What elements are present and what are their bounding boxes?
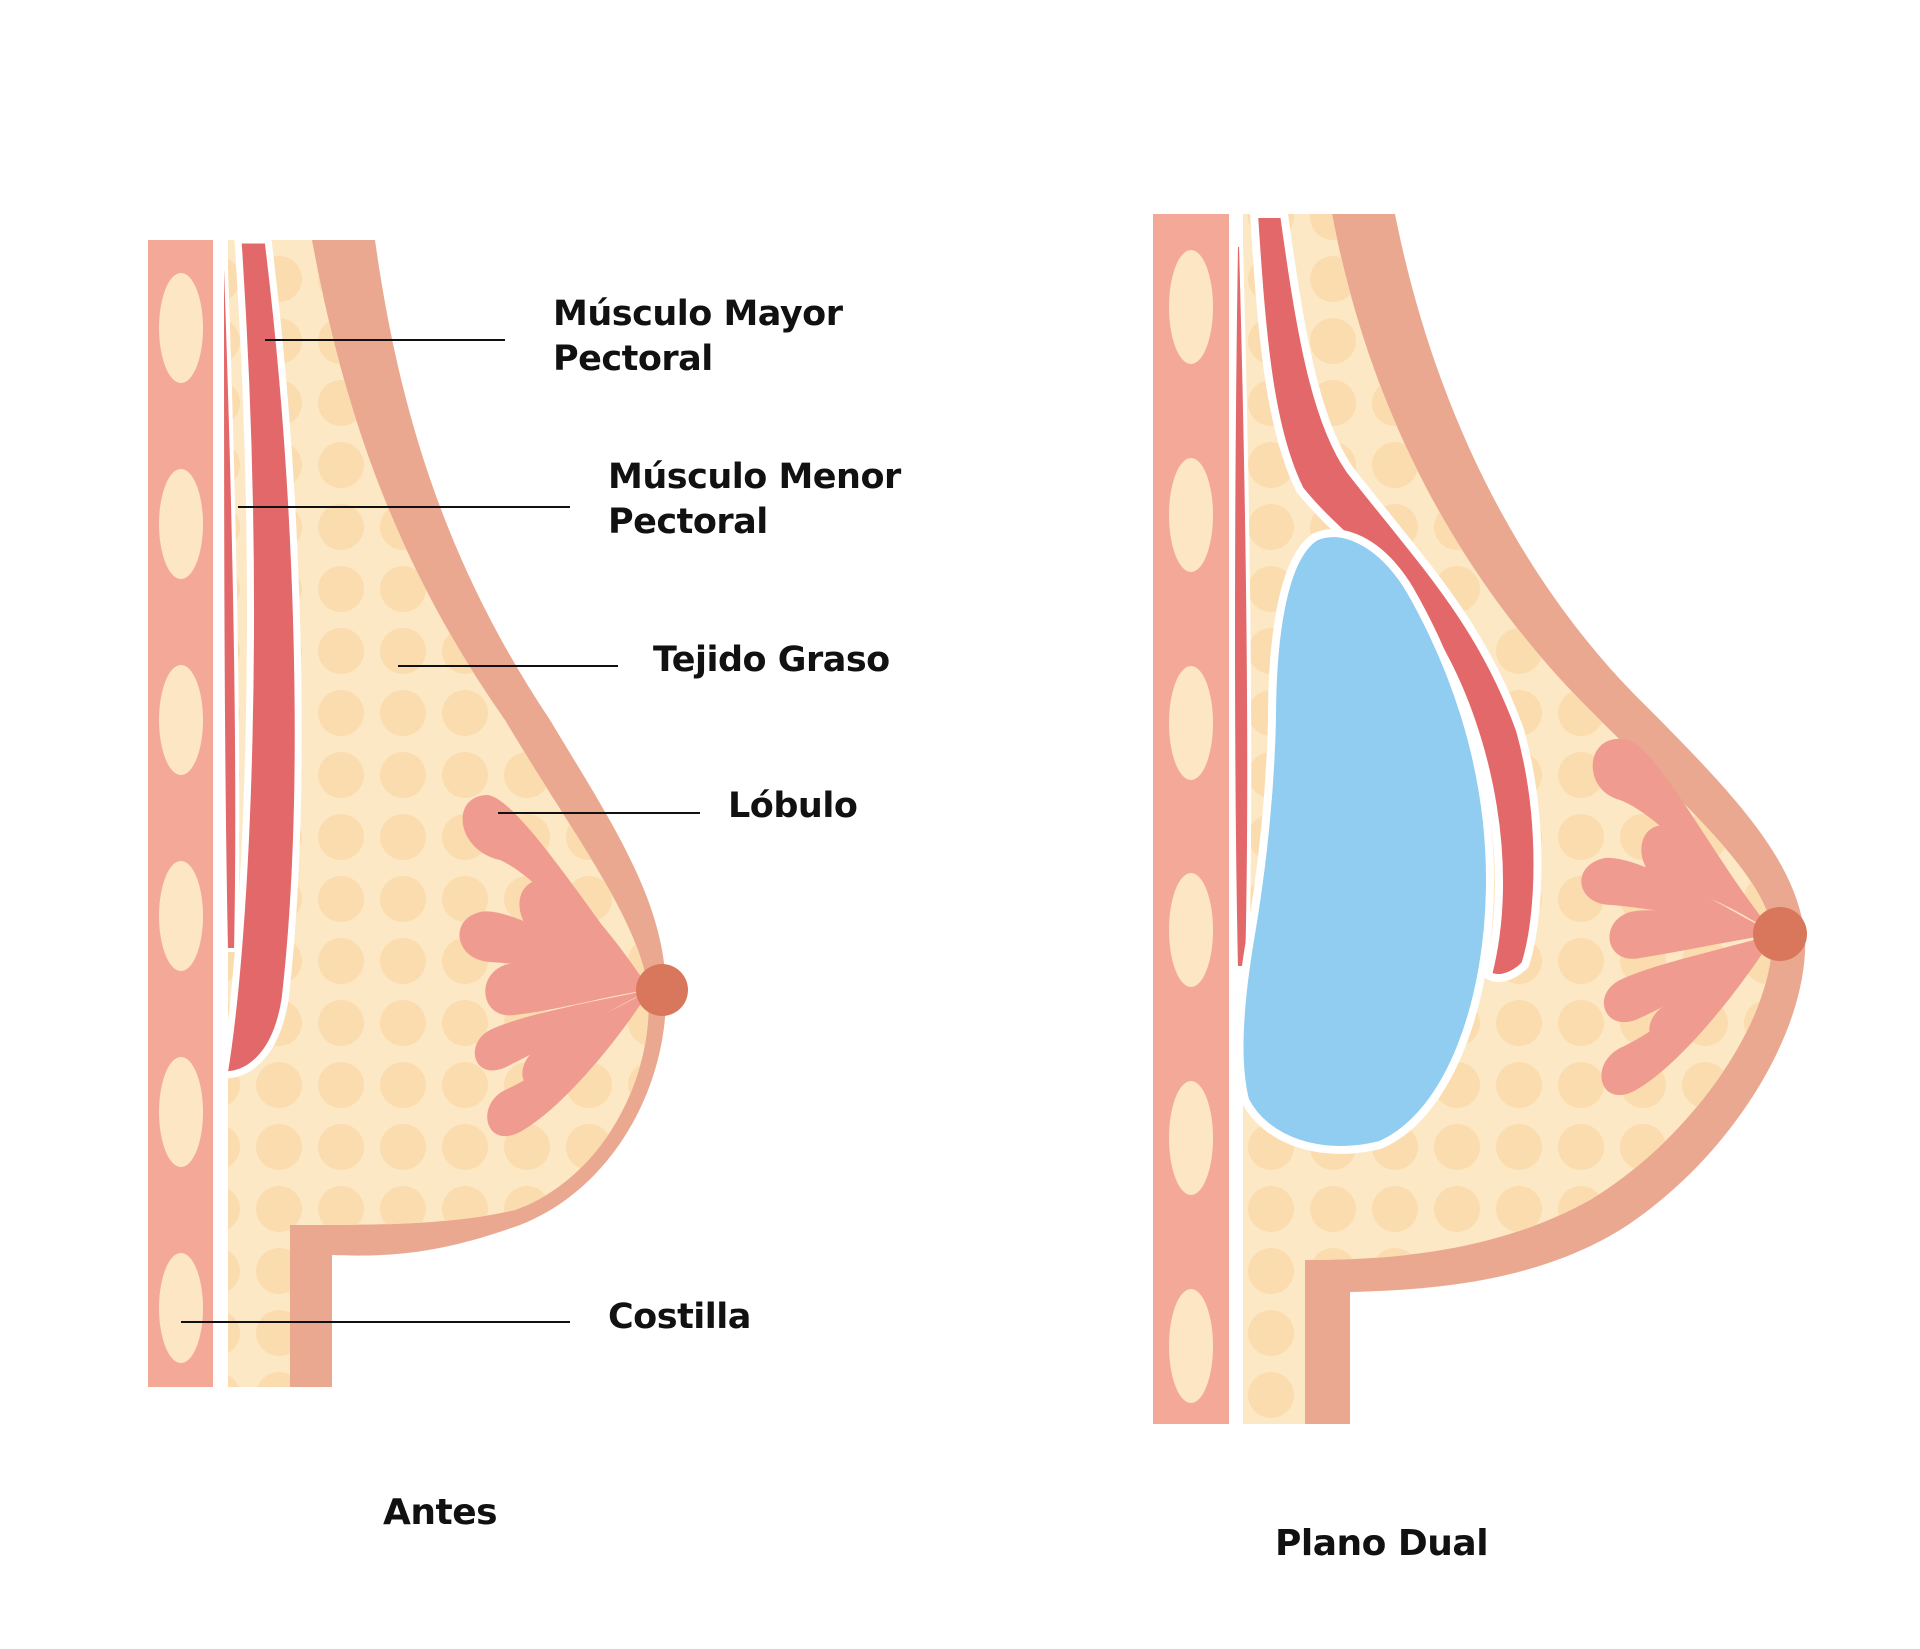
rib-bone [159,1057,203,1167]
lobules [459,795,650,1137]
rib-bone [1169,1081,1213,1195]
label-rib-text: Costilla [608,1297,751,1337]
lobule [459,911,650,990]
label-pectoral-minor: Músculo Menor Pectoral [608,455,901,545]
label-pectoral-minor-line1: Músculo Menor [608,457,901,497]
rib-bone [159,665,203,775]
caption-dual-plane-text: Plano Dual [1275,1523,1489,1564]
lobule [487,990,650,1137]
lobules [1581,738,1775,1096]
label-pectoral-minor-line2: Pectoral [608,502,768,542]
caption-dual-plane: Plano Dual [1275,1521,1489,1566]
label-fat-tissue: Tejido Graso [653,638,890,683]
rib-wall [1153,214,1229,1424]
before-illustration [148,236,688,1387]
rib-bone [1169,458,1213,572]
rib-bones [1169,250,1213,1403]
rib-bone [159,1253,203,1363]
breast-implant [1235,529,1495,1154]
lobule [474,990,650,1071]
label-rib: Costilla [608,1295,751,1340]
label-pectoral-major-line1: Músculo Mayor [553,294,843,334]
pectoral-minor-muscle [1231,243,1252,970]
pectoral-major-muscle [1249,210,1542,982]
rib-bone [1169,1289,1213,1403]
lobule [1609,910,1775,959]
caption-before: Antes [383,1490,498,1535]
lobule [485,963,650,1016]
rib-bone [1169,666,1213,780]
rib-bone [1169,873,1213,987]
rib-bone [159,861,203,971]
leader-lines [181,339,700,1323]
lobule [519,879,650,990]
lobule [1603,934,1775,1023]
caption-before-text: Antes [383,1492,498,1533]
nipple [636,964,688,1016]
pectoral-minor-muscle [219,266,240,952]
rib-bone [1169,250,1213,364]
rib-wall [148,240,213,1387]
label-pectoral-major-line2: Pectoral [553,339,713,379]
lobule [1641,825,1775,934]
lobule [1581,857,1775,934]
rib-bone [159,469,203,579]
nipple [1753,907,1807,961]
rib-bones [159,273,203,1363]
lobule [1601,934,1775,1096]
label-fat-tissue-text: Tejido Graso [653,640,890,680]
rib-bone [159,273,203,383]
dual-plane-illustration [1153,210,1807,1424]
label-lobule-text: Lóbulo [728,786,858,826]
pectoral-major-muscle [219,236,302,1079]
label-lobule: Lóbulo [728,784,858,829]
label-pectoral-major: Músculo Mayor Pectoral [553,292,843,382]
